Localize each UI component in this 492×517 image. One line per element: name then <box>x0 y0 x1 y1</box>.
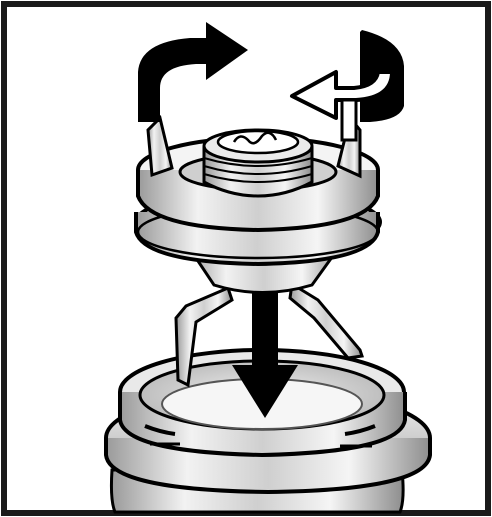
illustration-frame <box>0 0 492 517</box>
blade-assembly-illustration <box>0 0 492 517</box>
